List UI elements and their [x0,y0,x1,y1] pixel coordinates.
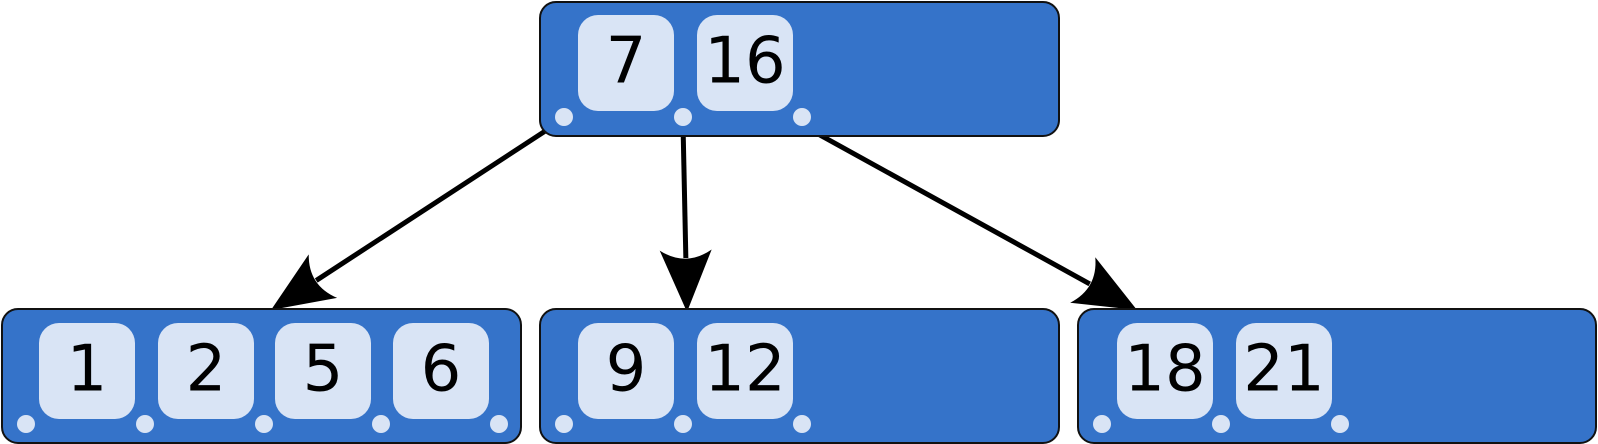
root-pointer-dot-1 [555,108,573,126]
child-left-pointer-dot-3 [255,415,273,433]
child-left-key-4: 6 [421,333,462,407]
child-middle-pointer-dot-2 [674,415,692,433]
child-left-key-box-4 [393,323,489,419]
root-key-box-1 [578,15,674,111]
edge-root-to-right [798,121,1091,287]
child-node-right: 18 21 [1077,308,1597,444]
child-right-pointer-dot-2 [1212,415,1230,433]
child-left-key-2: 2 [186,333,227,407]
child-middle-key-1: 9 [606,333,647,407]
edge-root-to-middle-arrowhead [659,249,712,312]
child-left-key-1: 1 [67,333,108,407]
child-middle-key-box-2 [697,323,793,419]
child-right-key-2: 21 [1243,333,1324,407]
child-middle-key-box-1 [578,323,674,419]
root-node: 7 16 [539,1,1060,137]
child-left-key-box-1 [39,323,135,419]
child-middle-pointer-dot-1 [555,415,573,433]
child-right-key-1: 18 [1124,333,1205,407]
child-left-pointer-dot-4 [372,415,390,433]
child-right-key-box-2 [1236,323,1332,419]
root-pointer-dot-3 [793,108,811,126]
child-middle-key-2: 12 [704,333,785,407]
root-key-2: 16 [704,25,785,99]
child-left-pointer-dot-5 [490,415,508,433]
child-left-pointer-dot-1 [17,415,35,433]
child-right-key-box-1 [1117,323,1213,419]
edge-root-to-right-arrowhead [1070,257,1137,310]
edge-root-to-left [314,121,558,283]
child-middle-pointer-dot-3 [793,415,811,433]
edge-root-to-middle [680,123,689,259]
child-left-key-box-2 [158,323,254,419]
child-left-pointer-dot-2 [136,415,154,433]
child-node-middle: 9 12 [539,308,1060,444]
child-right-pointer-dot-1 [1093,415,1111,433]
root-pointer-dot-2 [674,108,692,126]
child-left-key-3: 5 [303,333,344,407]
child-left-key-box-3 [275,323,371,419]
child-node-left: 1 2 5 6 [1,308,522,444]
child-right-pointer-dot-3 [1331,415,1349,433]
root-key-box-2 [697,15,793,111]
edge-root-to-left-arrowhead [271,254,338,310]
root-key-1: 7 [606,25,647,99]
tree-edges [271,121,1137,312]
